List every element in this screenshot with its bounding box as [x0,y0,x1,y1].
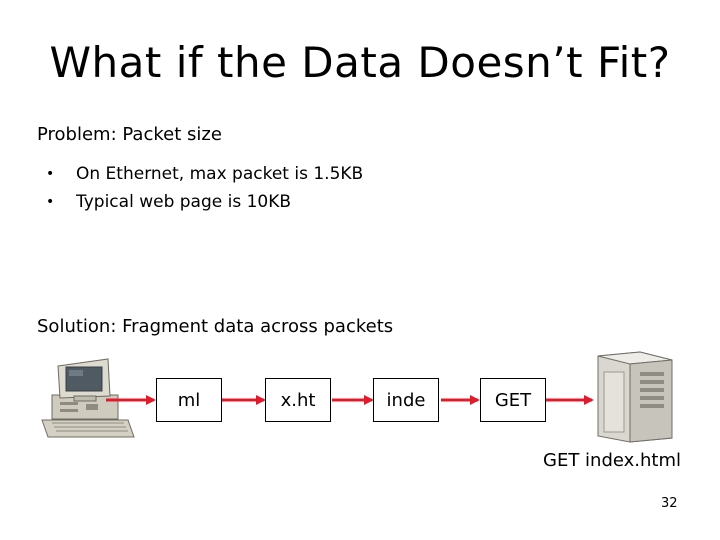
packet-box: ml [156,378,222,422]
packet-box: GET [480,378,546,422]
problem-heading: Problem: Packet size [37,124,222,145]
packet-box: inde [373,378,439,422]
server-caption: GET index.html [543,450,682,471]
bullet-dot-icon: • [46,166,55,182]
packet-box: x.ht [265,378,331,422]
bullet-dot-icon: • [46,194,55,210]
problem-bullets: • On Ethernet, max packet is 1.5KB • Typic… [46,160,363,216]
solution-heading: Solution: Fragment data across packets [37,316,394,337]
bullet-text: Typical web page is 10KB [76,192,292,212]
slide-title: What if the Data Doesn’t Fit? [49,38,671,87]
desktop-computer-icon [41,358,135,438]
bullet-item: • Typical web page is 10KB [46,188,363,216]
bullet-text: On Ethernet, max packet is 1.5KB [76,164,364,184]
page-number: 32 [661,496,678,511]
bullet-item: • On Ethernet, max packet is 1.5KB [46,160,363,188]
server-tower-icon [597,351,673,443]
